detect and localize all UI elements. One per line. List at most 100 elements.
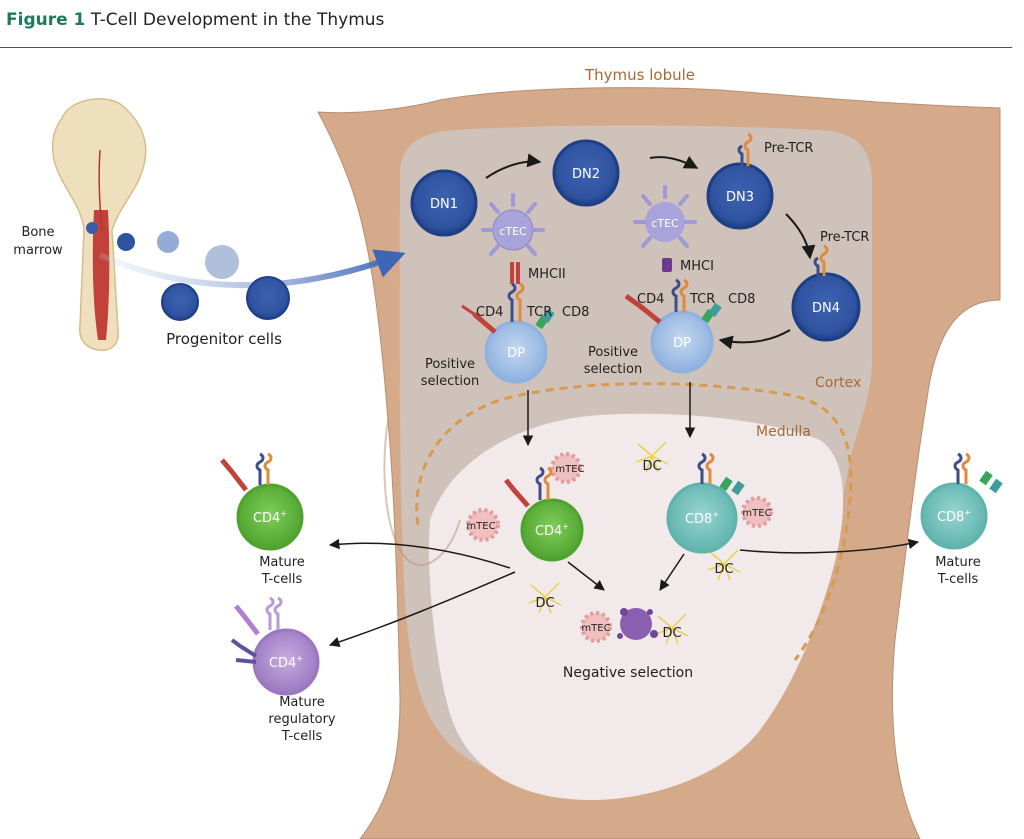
cd4-right-label: CD4 <box>637 292 664 307</box>
mature-cd8-label: CD8+ <box>937 508 971 525</box>
mtec-bottom: mTEC <box>580 611 612 643</box>
progenitor-cell <box>157 231 179 253</box>
dc-left: DC <box>528 582 562 614</box>
cd8-right-label: CD8 <box>728 292 755 307</box>
ctec-left: cTEC MHCII <box>481 193 566 284</box>
dp-left-label: DP <box>507 346 525 361</box>
tcr-receptor <box>671 278 681 312</box>
cd8-export-arrow <box>739 538 920 554</box>
mtec-right-label: mTEC <box>742 508 771 519</box>
bone-marrow-label-2: marrow <box>13 243 63 258</box>
dn3-to-dn4-arrow <box>785 213 816 260</box>
cd4-coreceptor <box>472 312 497 334</box>
cd4-coreceptor <box>461 304 475 316</box>
treg-text-3: T-cells <box>281 729 323 744</box>
medulla-boundary <box>415 382 853 661</box>
progenitor-migration: Progenitor cells <box>98 231 406 348</box>
mature-cd4-text-2: T-cells <box>261 572 303 587</box>
mhcii-molecule <box>516 262 520 284</box>
mtec-top-label: mTEC <box>555 464 584 475</box>
pre-tcr-dn3-label: Pre-TCR <box>764 141 813 156</box>
tcr-receptor <box>255 452 265 485</box>
apoptotic-cell <box>617 608 658 640</box>
mature-cd8-text-1: Mature <box>935 555 981 570</box>
pre-tcr-receptor <box>737 144 744 166</box>
dn4-to-dp-arrow <box>718 329 791 350</box>
mhci-molecule <box>662 258 672 272</box>
mhcii-label: MHCII <box>528 267 566 282</box>
ctec-left-label: cTEC <box>499 225 527 238</box>
dp-cell-right: DP CD4 TCR CD8 Positive selection <box>584 278 755 377</box>
dc-bottom-label: DC <box>662 626 681 641</box>
cd8-left-label: CD8 <box>562 305 589 320</box>
cd8-coreceptor <box>541 308 555 324</box>
cd8-medulla-cell: CD8+ <box>666 452 745 554</box>
dn4-cell: DN4 Pre-TCR <box>791 230 869 342</box>
tcr-receptor <box>535 466 545 500</box>
mature-cd8-cell: CD8+ Mature T-cells <box>920 452 1003 587</box>
tcr-receptor <box>273 596 283 630</box>
mtec-top: mTEC <box>550 452 585 484</box>
tcr-receptor <box>263 452 273 485</box>
cd4-coreceptor <box>504 478 530 508</box>
ctec-right: cTEC MHCI <box>633 185 714 274</box>
ctec-right-label: cTEC <box>651 217 679 230</box>
dn3-label: DN3 <box>726 190 754 205</box>
cd4-left-label: CD4 <box>476 305 503 320</box>
pre-tcr-receptor <box>743 132 753 166</box>
progenitor-cell <box>161 283 199 321</box>
cd4-coreceptor <box>234 604 260 636</box>
dn2-label: DN2 <box>572 167 600 182</box>
tcr-right-label: TCR <box>689 292 715 307</box>
treg-export-arrow <box>329 571 516 647</box>
dn4-label: DN4 <box>812 301 840 316</box>
bone-vessel <box>98 149 103 231</box>
bone-marrow-label-1: Bone <box>21 225 54 240</box>
cd8-medulla-label: CD8+ <box>685 510 719 527</box>
pos-sel-left-1: Positive <box>425 357 475 372</box>
mature-cd4-text-1: Mature <box>259 555 305 570</box>
cd4-medulla-cell: CD4+ <box>504 466 584 562</box>
dn1-label: DN1 <box>430 197 458 212</box>
tcr-receptor <box>543 466 553 500</box>
dp-cell-left: DP CD4 TCR CD8 Positive selection <box>421 282 589 389</box>
progenitor-cell <box>246 276 290 320</box>
dc-left-label: DC <box>535 596 554 611</box>
pos-sel-right-2: selection <box>584 362 642 377</box>
medulla-label: Medulla <box>756 424 811 440</box>
tcr-receptor <box>705 452 715 484</box>
cd8-coreceptor <box>731 480 745 496</box>
mtec-right: mTEC <box>741 496 773 528</box>
mhcii-molecule <box>510 262 514 284</box>
migration-arrow <box>98 249 406 289</box>
dc-right: DC <box>707 549 741 581</box>
treg-label: CD4+ <box>269 654 303 671</box>
bone-progenitor-cell <box>86 222 98 234</box>
cd8-coreceptor <box>708 302 722 318</box>
bone: Bone marrow <box>13 98 147 352</box>
mature-cd4-cell: CD4+ Mature T-cells <box>220 452 305 587</box>
treg-cell: CD4+ Mature regulatory T-cells <box>230 596 336 744</box>
figure-title: T-Cell Development in the Thymus <box>90 10 385 30</box>
tcr-receptor <box>953 452 963 484</box>
pre-tcr-receptor <box>819 244 829 276</box>
dc-top: DC <box>635 441 669 474</box>
tcr-receptor <box>515 282 525 322</box>
mtec-left-label: mTEC <box>466 521 495 532</box>
dn1-to-dn2-arrow <box>485 153 542 179</box>
treg-text-1: Mature <box>279 695 325 710</box>
pre-tcr-dn4-label: Pre-TCR <box>820 230 869 245</box>
dp-right-label: DP <box>673 336 691 351</box>
tcr-receptor <box>697 452 707 484</box>
progenitor-label: Progenitor cells <box>166 330 282 348</box>
cd4-export-arrow <box>328 538 511 569</box>
figure-number: Figure 1 <box>6 10 86 30</box>
il2-receptor <box>230 638 258 664</box>
progenitor-cell <box>117 233 135 251</box>
tcr-left-label: TCR <box>526 305 552 320</box>
dc-right-label: DC <box>714 562 733 577</box>
cd8-to-neg-sel-arrow <box>659 553 685 591</box>
mhci-label: MHCI <box>680 259 714 274</box>
cd8-coreceptor <box>979 470 993 486</box>
